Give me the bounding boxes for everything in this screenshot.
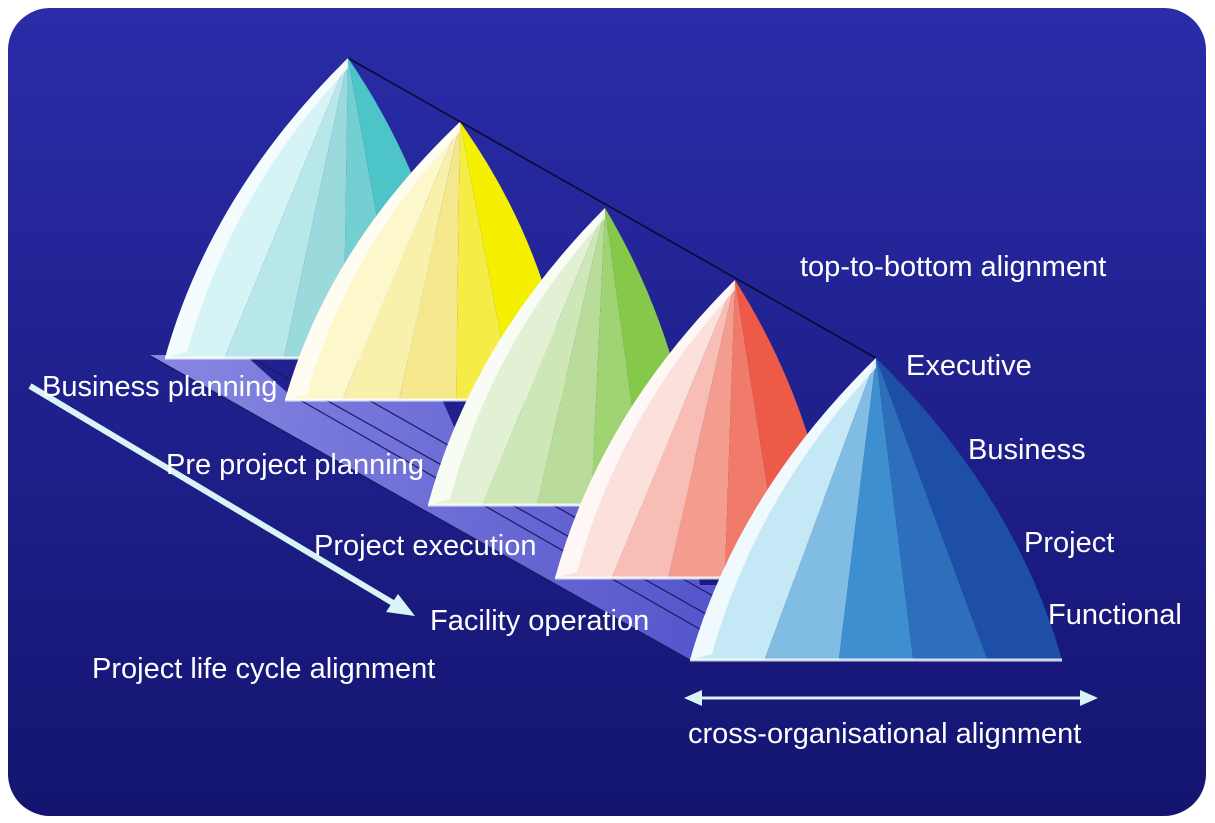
facility-operation-pyramid-highlight [555, 280, 735, 578]
business-planning-pyramid-highlight [165, 58, 348, 358]
project-execution-pyramid-facet [482, 208, 605, 505]
pre-project-planning-pyramid-facet [342, 122, 460, 400]
axis-label-life-cycle: Project life cycle alignment [92, 653, 435, 685]
facility-operation-pyramid-facet [668, 280, 735, 578]
project-execution-pyramid-facet [536, 208, 605, 505]
functional-pyramid-facet [876, 358, 1062, 660]
pre-project-planning-pyramid-facet [399, 122, 460, 400]
pre-project-planning-pyramid-highlight [285, 122, 460, 400]
functional-pyramid-facet [838, 358, 914, 660]
business-planning-pyramid-facet [165, 58, 348, 358]
pre-project-planning-pyramid [285, 122, 570, 402]
stage-label-facility-operation: Facility operation [430, 605, 649, 637]
life-cycle-arrow [28, 383, 415, 616]
pre-project-planning-pyramid-facet [456, 122, 513, 400]
cross-org-arrow [684, 690, 1098, 706]
business-planning-pyramid-facet [283, 58, 348, 358]
floor-strip [150, 355, 770, 660]
project-execution-pyramid-facet [428, 208, 605, 505]
functional-pyramid-highlight [690, 358, 876, 660]
business-planning-pyramid-facet [224, 58, 348, 358]
facility-operation-pyramid-facet [611, 280, 735, 578]
level-label-project: Project [1024, 527, 1114, 559]
facility-operation-pyramid-facet [555, 280, 735, 578]
axis-label-top-to-bottom: top-to-bottom alignment [800, 251, 1106, 283]
functional-pyramid [690, 358, 1062, 662]
functional-pyramid-facet [690, 358, 876, 660]
level-label-executive: Executive [906, 350, 1032, 382]
functional-pyramid-facet [764, 358, 876, 660]
level-label-business: Business [968, 434, 1086, 466]
pyramid-group [165, 58, 1062, 662]
axis-label-cross-org: cross-organisational alignment [688, 718, 1081, 750]
project-execution-pyramid-highlight [428, 208, 605, 505]
apex-line [347, 57, 877, 359]
stage-label-business-planning: Business planning [42, 371, 277, 403]
stage-label-project-execution: Project execution [314, 530, 536, 562]
level-label-functional: Functional [1048, 599, 1182, 631]
pre-project-planning-pyramid-facet [285, 122, 460, 400]
stage-label-pre-project-planning: Pre project planning [166, 449, 424, 481]
